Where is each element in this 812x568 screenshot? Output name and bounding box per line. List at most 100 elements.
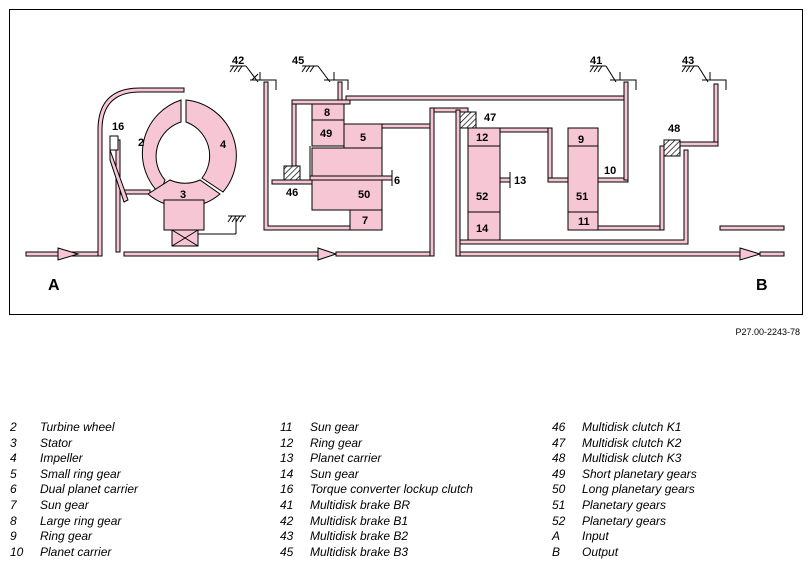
input-arrow: [57, 247, 80, 261]
label-47: 47: [484, 112, 496, 124]
label-51: 51: [576, 191, 588, 203]
brake-br-tube: [623, 81, 629, 181]
legend-text: Multidisk clutch K2: [582, 435, 682, 450]
label-12: 12: [476, 132, 488, 144]
label-49: 49: [320, 128, 332, 140]
legend-number: 4: [10, 451, 17, 466]
mid-link-tube: [381, 123, 435, 129]
brake-b2-symbol: [702, 72, 727, 90]
legend-number: 8: [10, 513, 17, 528]
legend-number: 13: [280, 451, 294, 466]
clutch-k1: [283, 165, 301, 181]
legend-number: 7: [10, 497, 17, 512]
legend-text: Multidisk brake B3: [310, 544, 409, 559]
legend-number: 52: [552, 513, 566, 528]
k3-vertical: [659, 145, 665, 231]
output-inner-link: [455, 109, 461, 257]
legend-text: Ring gear: [40, 529, 93, 544]
legend-text: Torque converter lockup clutch: [310, 482, 473, 497]
label-8: 8: [324, 107, 330, 119]
legend-text: Sun gear: [310, 466, 359, 481]
center-tube: [429, 107, 469, 113]
label-45: 45: [292, 55, 304, 67]
legend-text: Stator: [40, 435, 73, 450]
sun-gear-11: [567, 211, 599, 231]
sun-gear-7: [349, 209, 383, 231]
label-43: 43: [682, 55, 694, 67]
legend-text: Multidisk brake B1: [310, 513, 409, 528]
b2-link: [675, 141, 719, 147]
output-shaft-end: [759, 251, 785, 257]
legend-number: 12: [280, 435, 294, 450]
label-11: 11: [578, 216, 590, 228]
main-shaft: [123, 251, 319, 257]
legend-item: 8 Large ring gear: [10, 514, 138, 530]
main-shaft-arrow: [317, 247, 338, 261]
legend-number: 2: [10, 420, 17, 434]
legend-text: Sun gear: [40, 497, 89, 512]
legend-text: Large ring gear: [40, 513, 122, 528]
label-48: 48: [668, 123, 680, 135]
legend-number: 6: [10, 482, 17, 497]
legend-text: Impeller: [40, 451, 83, 466]
legend-item: A Input: [552, 529, 697, 545]
legend-number: 9: [10, 529, 17, 544]
legend-item: 42 Multidisk brake B1: [280, 514, 473, 530]
legend-item: 13 Planet carrier: [280, 451, 473, 467]
label-6: 6: [394, 175, 400, 187]
dual-carrier-shaft: [309, 175, 393, 181]
legend-text: Short planetary gears: [582, 466, 697, 481]
legend-number: 16: [280, 482, 294, 497]
legend-text: Long planetary gears: [582, 482, 695, 497]
brake-b3-tube: [337, 81, 343, 103]
brake-b3-symbol: [324, 72, 349, 90]
label-4: 4: [220, 139, 227, 151]
legend-text: Sun gear: [310, 420, 359, 434]
legend-item: 4 Impeller: [10, 451, 138, 467]
label-output-b: B: [756, 277, 768, 294]
input-top-link: [719, 225, 785, 231]
legend-number: B: [552, 544, 561, 559]
legend-text: Input: [582, 529, 609, 544]
legend-text: Multidisk brake B2: [310, 529, 409, 544]
stator-hub: [163, 199, 205, 231]
label-10: 10: [604, 165, 616, 177]
ring-gear-bridge: [291, 99, 351, 105]
legend-number: 46: [552, 420, 566, 434]
legend-item: 43 Multidisk brake B2: [280, 529, 473, 545]
legend-number: 42: [280, 513, 294, 528]
reference-code: P27.00-2243-78: [735, 327, 800, 337]
link-12-to-9: [499, 127, 553, 133]
label-3: 3: [180, 189, 186, 201]
carrier-top-link: [291, 101, 297, 177]
legend-number: 5: [10, 466, 17, 481]
legend-number: 50: [552, 482, 566, 497]
diagram-frame: [9, 9, 803, 315]
carrier-13-shaft: [499, 177, 511, 183]
legend-text: Multidisk clutch K1: [582, 420, 682, 434]
legend-number: A: [552, 529, 561, 544]
link-to-10: [547, 127, 553, 183]
label-13: 13: [514, 175, 526, 187]
legend-text: Planet carrier: [310, 451, 382, 466]
k1-link: [271, 179, 313, 185]
legend-number: 43: [280, 529, 294, 544]
legend-number: 3: [10, 435, 17, 450]
legend-item: 50 Long planetary gears: [552, 482, 697, 498]
legend-text: Planet carrier: [40, 544, 112, 559]
legend-number: 49: [552, 466, 566, 481]
legend-item: 46 Multidisk clutch K1: [552, 420, 697, 436]
lockup-clutch-link: [115, 139, 121, 253]
legend-text: Multidisk brake BR: [310, 497, 411, 512]
